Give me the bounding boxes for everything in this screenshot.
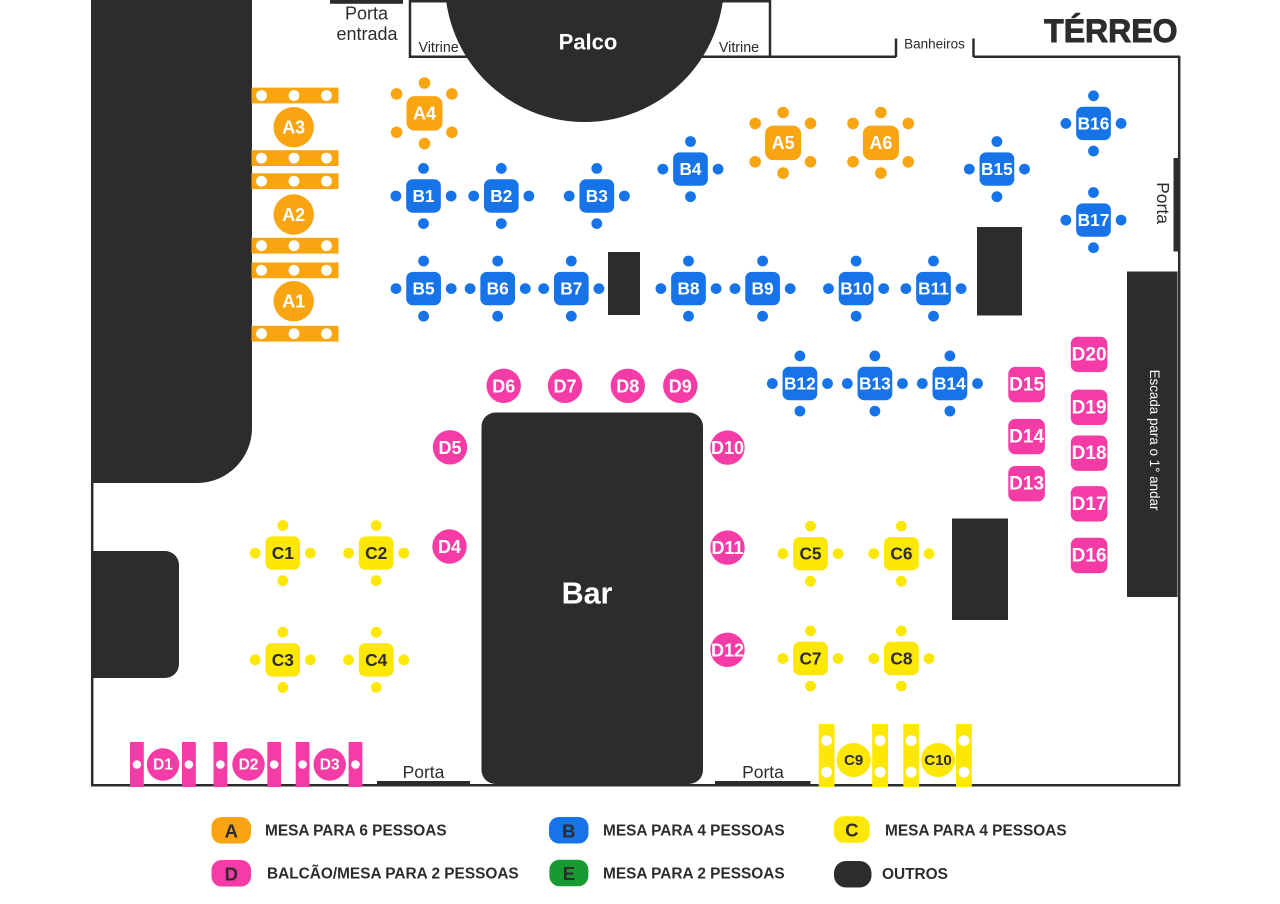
- svg-text:C9: C9: [844, 752, 863, 769]
- svg-text:B15: B15: [981, 159, 1013, 179]
- svg-text:A6: A6: [869, 133, 892, 153]
- svg-text:C3: C3: [272, 650, 294, 670]
- svg-text:D4: D4: [438, 537, 461, 557]
- svg-text:D7: D7: [553, 376, 576, 396]
- svg-text:C4: C4: [365, 650, 387, 670]
- svg-text:B9: B9: [752, 279, 774, 299]
- svg-text:C1: C1: [272, 543, 294, 563]
- svg-text:B17: B17: [1078, 210, 1110, 230]
- svg-text:B12: B12: [784, 374, 816, 394]
- svg-text:D11: D11: [711, 538, 743, 558]
- svg-text:D17: D17: [1072, 494, 1107, 515]
- svg-text:MESA PARA 2 PESSOAS: MESA PARA 2 PESSOAS: [603, 866, 785, 883]
- svg-text:A4: A4: [413, 103, 436, 123]
- svg-text:B8: B8: [677, 279, 699, 299]
- svg-text:B13: B13: [859, 374, 891, 394]
- svg-text:D16: D16: [1072, 546, 1107, 567]
- svg-text:B5: B5: [413, 279, 435, 299]
- svg-text:B: B: [562, 820, 575, 841]
- svg-text:MESA PARA 6 PESSOAS: MESA PARA 6 PESSOAS: [265, 823, 447, 840]
- svg-text:Porta: Porta: [403, 762, 445, 782]
- svg-text:A3: A3: [282, 118, 305, 138]
- svg-text:B4: B4: [679, 159, 701, 179]
- svg-text:B7: B7: [560, 279, 582, 299]
- svg-text:D3: D3: [320, 757, 340, 774]
- svg-text:C2: C2: [365, 543, 387, 563]
- svg-text:D8: D8: [616, 376, 639, 396]
- svg-text:C6: C6: [890, 544, 912, 564]
- svg-text:Porta: Porta: [345, 4, 389, 24]
- svg-text:C8: C8: [890, 649, 912, 669]
- svg-text:D1: D1: [153, 757, 173, 774]
- svg-text:Porta: Porta: [1153, 182, 1173, 224]
- svg-text:D15: D15: [1009, 375, 1044, 396]
- svg-text:D2: D2: [239, 757, 259, 774]
- svg-text:Palco: Palco: [559, 30, 618, 55]
- svg-text:A5: A5: [772, 133, 795, 153]
- svg-text:A: A: [225, 820, 238, 841]
- svg-text:D19: D19: [1072, 397, 1107, 418]
- svg-text:BALCÃO/MESA PARA 2 PESSOAS: BALCÃO/MESA PARA 2 PESSOAS: [267, 865, 519, 883]
- svg-text:C: C: [845, 820, 858, 841]
- svg-text:D: D: [225, 863, 238, 884]
- svg-text:Escada para o 1° andar: Escada para o 1° andar: [1147, 370, 1162, 511]
- svg-text:B3: B3: [586, 186, 608, 206]
- svg-text:entrada: entrada: [336, 24, 398, 44]
- svg-text:D20: D20: [1072, 344, 1107, 365]
- svg-text:C10: C10: [924, 752, 952, 769]
- svg-text:D6: D6: [492, 376, 515, 396]
- svg-text:A2: A2: [282, 205, 305, 225]
- svg-text:D13: D13: [1009, 474, 1044, 495]
- svg-text:B16: B16: [1078, 113, 1110, 133]
- svg-text:B1: B1: [412, 186, 434, 206]
- svg-text:D18: D18: [1072, 443, 1107, 464]
- svg-text:Vitrine: Vitrine: [418, 40, 458, 56]
- svg-text:E: E: [563, 863, 575, 884]
- svg-text:OUTROS: OUTROS: [882, 866, 948, 883]
- svg-text:C5: C5: [799, 544, 821, 564]
- svg-text:D10: D10: [711, 438, 744, 458]
- svg-text:A1: A1: [282, 292, 305, 312]
- svg-text:MESA PARA 4 PESSOAS: MESA PARA 4 PESSOAS: [603, 823, 785, 840]
- svg-text:C7: C7: [799, 649, 821, 669]
- svg-text:B14: B14: [934, 374, 966, 394]
- svg-text:Vitrine: Vitrine: [719, 40, 759, 56]
- svg-text:Banheiros: Banheiros: [904, 37, 965, 52]
- svg-text:B11: B11: [918, 279, 949, 299]
- svg-text:MESA PARA 4 PESSOAS: MESA PARA 4 PESSOAS: [885, 823, 1067, 840]
- svg-text:Porta: Porta: [742, 762, 784, 782]
- svg-text:B10: B10: [840, 279, 872, 299]
- svg-text:TÉRREO: TÉRREO: [1044, 13, 1177, 49]
- svg-text:D5: D5: [438, 438, 461, 458]
- svg-text:D14: D14: [1009, 427, 1044, 448]
- svg-text:D9: D9: [669, 376, 692, 396]
- svg-text:B6: B6: [487, 279, 509, 299]
- svg-text:Bar: Bar: [562, 577, 613, 611]
- svg-text:D12: D12: [711, 640, 744, 660]
- svg-text:B2: B2: [490, 186, 512, 206]
